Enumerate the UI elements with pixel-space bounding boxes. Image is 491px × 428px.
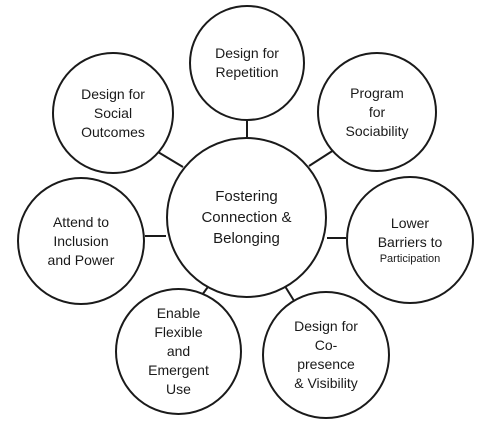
node-label: Enable Flexible and Emergent Use xyxy=(148,305,209,397)
node-label: Lower Barriers to xyxy=(377,214,443,250)
node-design-for-repetition: Design for Repetition xyxy=(189,5,305,121)
node-inclusion-and-power: Attend to Inclusion and Power xyxy=(17,177,145,305)
node-label: Program for Sociability xyxy=(345,84,409,139)
node-enable-flexible-use: Enable Flexible and Emergent Use xyxy=(115,288,242,415)
node-design-for-social-outcomes: Design for Social Outcomes xyxy=(52,52,174,174)
node-label-group: Lower Barriers to Participation xyxy=(378,195,443,286)
center-node-fostering-connection: Fostering Connection & Belonging xyxy=(166,137,327,298)
node-lower-barriers: Lower Barriers to Participation xyxy=(346,176,474,304)
node-label: Attend to Inclusion and Power xyxy=(47,213,115,268)
center-label: Fostering Connection & Belonging xyxy=(201,188,292,247)
node-label: Design for Repetition xyxy=(215,45,279,80)
node-label-small: Participation xyxy=(379,252,441,265)
node-label: Design for Co- presence & Visibility xyxy=(294,318,358,391)
connector-social-outcomes xyxy=(157,151,184,168)
node-design-for-copresence: Design for Co- presence & Visibility xyxy=(262,291,390,419)
node-label: Design for Social Outcomes xyxy=(81,85,145,140)
node-program-for-sociability: Program for Sociability xyxy=(317,52,437,172)
